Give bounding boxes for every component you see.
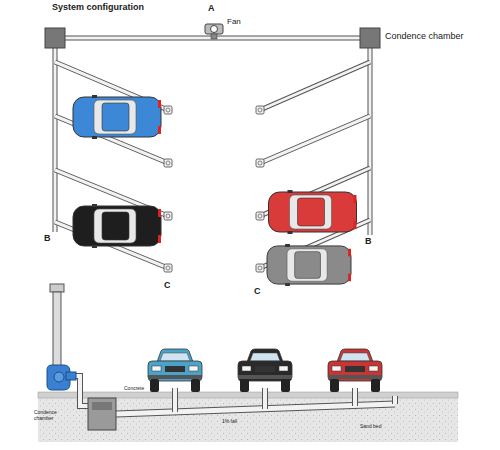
outlet-box [164, 106, 172, 114]
label: C [164, 281, 171, 291]
outlet-hole [166, 214, 170, 218]
pipe-outline [53, 46, 58, 232]
pipe-bore [369, 46, 372, 235]
condense-chamber [45, 28, 65, 48]
label: B [44, 234, 51, 244]
pipe-bore [353, 388, 357, 406]
pipe-outline [172, 388, 178, 412]
pipe-outline [260, 116, 370, 163]
fan-unit [47, 365, 76, 390]
ground [38, 396, 458, 442]
condense-chamber [360, 28, 380, 48]
label: 1% fall [222, 419, 237, 425]
car-red-front [328, 349, 382, 392]
label: C [254, 287, 261, 297]
pipe-outline [260, 62, 370, 110]
label: Sand bed [360, 424, 381, 430]
pipe-bore [393, 396, 397, 404]
car-red [269, 190, 357, 234]
pipe-bore [263, 388, 267, 409]
outlet-box [256, 106, 264, 114]
pipe-outline [352, 388, 358, 406]
outlet-hole [166, 108, 170, 112]
car-grey [267, 244, 351, 286]
exhaust-stack [53, 292, 61, 368]
duct-network [55, 38, 370, 268]
label: Concrete [124, 386, 144, 392]
pipe-outline [368, 46, 373, 235]
pipe-bore [260, 116, 370, 163]
outlet-hole [166, 266, 170, 270]
fan-symbol [205, 24, 223, 39]
outlet-hole [258, 108, 262, 112]
label: Fan [227, 18, 241, 27]
pipe-bore [54, 46, 57, 232]
outlet-box [164, 212, 172, 220]
chamber-detail [92, 402, 112, 410]
car-blue-front [148, 349, 202, 392]
car-black-front [238, 349, 292, 392]
underground-pipe [72, 376, 395, 414]
label: B [365, 237, 372, 247]
outlet-box [256, 264, 264, 272]
outlet-hole [258, 266, 262, 270]
outlet-hole [258, 161, 262, 165]
car-blue [73, 95, 161, 139]
stack-cap [50, 284, 64, 292]
outlet-box [164, 159, 172, 167]
label: Condence chamber [385, 32, 464, 42]
title: System configuration [52, 3, 144, 13]
car-black [73, 204, 161, 248]
outlet-box [256, 159, 264, 167]
pipe-bore [173, 388, 177, 412]
pipe-outline [392, 396, 398, 404]
condense-chamber [88, 398, 116, 430]
exhaust-outlets [164, 106, 264, 272]
outlet-hole [258, 214, 262, 218]
outlet-box [164, 264, 172, 272]
label: A [208, 4, 215, 14]
outlet-box [256, 212, 264, 220]
pipe-bore [260, 62, 370, 110]
small-label: Condence chamber [34, 410, 66, 421]
pipe-outline [262, 388, 268, 409]
outlet-hole [166, 161, 170, 165]
